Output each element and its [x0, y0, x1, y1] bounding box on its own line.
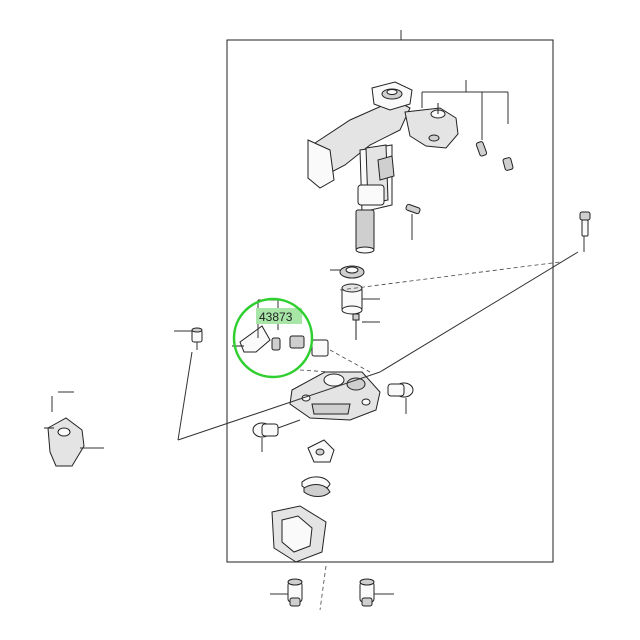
shift-lever-assembly — [307, 81, 459, 254]
lower-link — [307, 439, 335, 463]
lower-bracket — [271, 505, 327, 563]
bushing-ring — [339, 265, 365, 279]
right-plug — [387, 382, 414, 398]
callout-label: 43873 — [259, 310, 293, 324]
callout-circle — [232, 297, 314, 379]
base-housing — [289, 371, 381, 421]
spring — [301, 476, 331, 497]
left-lever — [44, 417, 85, 467]
left-bolt — [191, 327, 203, 343]
callout-highlight — [256, 308, 302, 324]
bottom-right-fitting — [359, 578, 375, 607]
diagram-frame — [226, 39, 554, 563]
collar — [341, 283, 363, 315]
bottom-left-fitting — [287, 578, 303, 607]
right-bolt — [579, 211, 591, 237]
left-plug — [252, 422, 279, 438]
callout-parts — [232, 299, 329, 357]
